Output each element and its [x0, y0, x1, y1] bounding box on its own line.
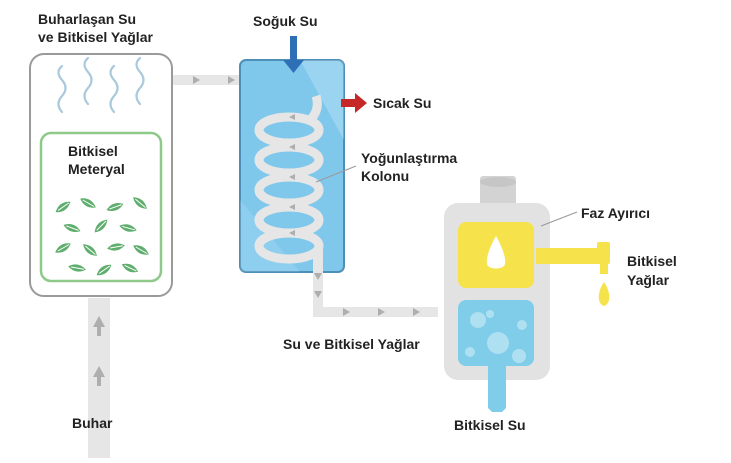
vapor-label-line1: Buharlaşan Su: [38, 11, 136, 27]
oil-drip-icon: [598, 282, 610, 306]
pipe-arrow-icon: [343, 308, 350, 316]
pipe-arrow-icon: [289, 230, 295, 236]
hot-water-label: Sıcak Su: [373, 95, 431, 111]
cold-water-arrow-icon: [283, 36, 304, 73]
separator-pointer-line: [540, 211, 578, 227]
condenser-label-line1: Yoğunlaştırma: [361, 150, 457, 166]
pipe-arrow-icon: [378, 308, 385, 316]
pipe-arrow-icon: [289, 144, 295, 150]
oils-label-line1: Bitkisel: [627, 253, 677, 269]
leaf-icon: [63, 223, 81, 233]
leaf-icon: [121, 263, 139, 273]
water-layer: [458, 300, 534, 366]
leaf-icon: [107, 243, 125, 251]
hydrosol-label: Bitkisel Su: [454, 417, 526, 433]
pipe-arrow-icon: [314, 291, 322, 298]
plant-material-box: [39, 131, 163, 283]
pipe-arrow-icon: [289, 204, 295, 210]
pipe-arrow-icon: [289, 114, 295, 120]
leaf-icon: [133, 197, 147, 209]
oil-drop-icon: [486, 236, 506, 269]
vapor-label-line2: ve Bitkisel Yağlar: [38, 29, 153, 45]
mixture-label: Su ve Bitkisel Yağlar: [283, 336, 420, 352]
condenser-pointer-line: [315, 165, 357, 183]
leaf-icon: [80, 198, 96, 208]
phase-separator: [444, 176, 610, 412]
leaf-icon: [94, 219, 108, 233]
pipe-arrow-icon: [413, 308, 420, 316]
leaf-cluster: [55, 197, 149, 276]
leaf-icon: [96, 264, 112, 276]
leaf-icon: [68, 264, 86, 272]
pipe-arrow-icon: [314, 273, 322, 280]
leaf-icon: [133, 245, 149, 255]
plant-material-label-line1: Bitkisel: [68, 143, 118, 159]
separator-label: Faz Ayırıcı: [581, 205, 650, 221]
hot-water-arrow-icon: [341, 93, 367, 113]
vapor-wisps-icon: [57, 56, 145, 114]
steam-arrow-icon: [93, 366, 105, 386]
oils-label-line2: Yağlar: [627, 272, 670, 288]
leaf-icon: [106, 202, 124, 212]
leaf-icon: [119, 224, 137, 232]
leaf-icon: [55, 201, 71, 213]
steam-inlet-pipe: [88, 298, 110, 458]
leaf-icon: [83, 244, 97, 256]
plant-material-label-line2: Meteryal: [68, 161, 125, 177]
pipe-arrow-icon: [289, 174, 295, 180]
water-outlet-pipe: [488, 366, 506, 412]
steam-label: Buhar: [72, 415, 113, 431]
leaf-icon: [55, 243, 71, 253]
condenser-label-line2: Kolonu: [361, 168, 409, 184]
coil-inlet: [308, 94, 322, 121]
pipe-arrow-icon: [193, 76, 200, 84]
condenser-coil: [254, 94, 324, 264]
cold-water-label: Soğuk Su: [253, 13, 318, 29]
steam-arrow-icon: [93, 316, 105, 336]
pipe-arrow-icon: [228, 76, 235, 84]
